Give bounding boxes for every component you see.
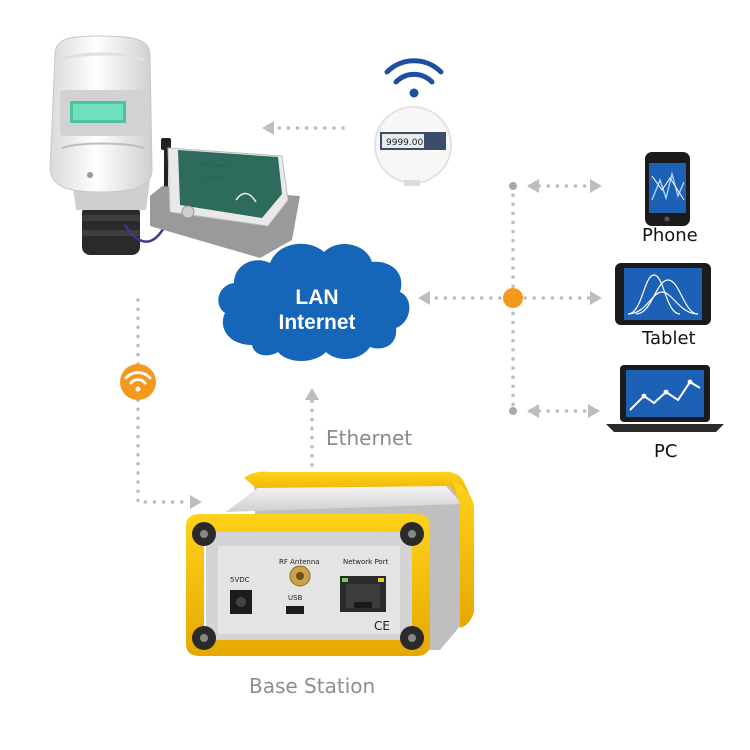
arrow-head xyxy=(527,404,539,418)
phone-label: Phone xyxy=(642,225,698,246)
phone-icon xyxy=(645,152,690,226)
junction-dot xyxy=(509,407,517,415)
link-sensor-wireless xyxy=(136,298,192,504)
arrow-head xyxy=(590,291,602,305)
arrow-head xyxy=(527,179,539,193)
port-label-power: 5VDC xyxy=(230,576,250,584)
port-label-rf: RF Antenna xyxy=(279,558,320,566)
arrow-head xyxy=(262,121,274,135)
port-label-usb: USB xyxy=(288,594,303,602)
ce-mark: CE xyxy=(374,619,390,633)
cloud-label: LAN Internet xyxy=(232,285,402,335)
wifi-icon xyxy=(384,58,444,75)
wireless-display: 9999.00 xyxy=(374,58,452,186)
pc-label: PC xyxy=(654,441,678,462)
pc-icon xyxy=(606,365,724,432)
base-station-label: Base Station xyxy=(249,674,376,698)
port-label-network: Network Port xyxy=(343,558,389,566)
ultrasonic-sensor xyxy=(49,35,153,255)
hub-node xyxy=(503,288,523,308)
arrow-head xyxy=(588,404,600,418)
cloud-label-line1: LAN xyxy=(295,286,339,309)
transmitter-box: · · · · · · · · · · · · · · · xyxy=(150,138,300,258)
display-reading: 9999.00 xyxy=(386,138,423,148)
base-station-device xyxy=(186,471,474,656)
arrow-head xyxy=(190,495,202,509)
dotted-connections xyxy=(136,126,594,504)
svg-text:· · · · · · · ·: · · · · · · · · xyxy=(200,161,229,170)
arrow-head xyxy=(590,179,602,193)
tablet-label: Tablet xyxy=(642,328,696,349)
wifi-badge-icon xyxy=(120,364,156,400)
tablet-icon xyxy=(615,263,711,325)
cloud-label-line2: Internet xyxy=(278,311,356,334)
cloud-icon xyxy=(218,243,410,361)
arrow-head xyxy=(305,388,319,400)
junction-dot xyxy=(509,182,517,190)
ethernet-label: Ethernet xyxy=(326,426,413,450)
arrow-heads xyxy=(190,121,602,509)
arrow-head xyxy=(418,291,430,305)
svg-text:· · · · · · ·: · · · · · · · xyxy=(200,173,225,182)
